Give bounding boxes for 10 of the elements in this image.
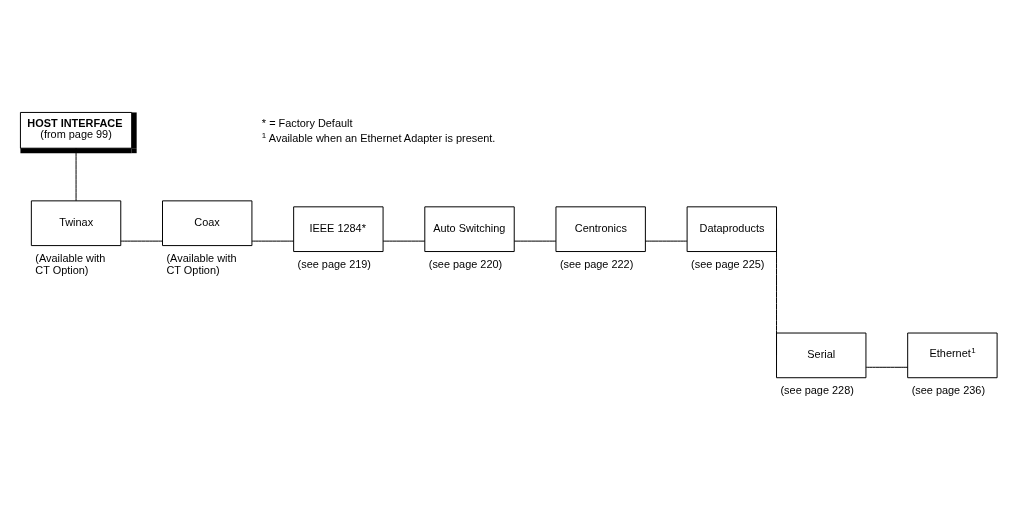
label: * = Factory Default	[261, 117, 353, 130]
label: $^{1}$ Available when an Ethernet Adapter is present.	[261, 130, 496, 145]
node-label: (see page 220)	[428, 258, 503, 271]
node-label: (see page 222)	[559, 258, 634, 271]
node-label: (see page 219)	[297, 258, 371, 271]
node-label: (see page 225)	[691, 258, 765, 271]
node-label: (see page 236)	[911, 384, 986, 397]
node-label: (Available with CT Option)	[35, 252, 106, 277]
node-label: (Available with CT Option)	[166, 252, 237, 277]
node-label: (see page 228)	[780, 384, 854, 397]
